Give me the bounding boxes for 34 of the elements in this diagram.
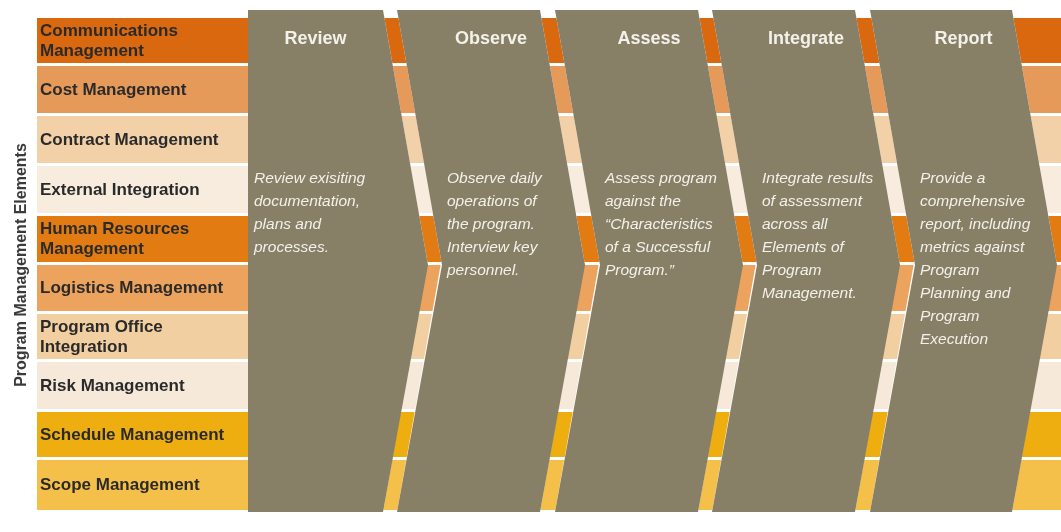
category-band: [37, 362, 248, 409]
category-band: [37, 460, 248, 510]
phase-heading: Assess: [616, 28, 682, 49]
category-band: [37, 66, 248, 113]
phase-description: Observe daily operations of the program. Interview key personnel.: [447, 168, 544, 280]
phase-heading: Report: [933, 28, 994, 49]
phase-description: Provide a comprehensive report, including metrics against Program Planning and Program Execution: [920, 168, 1031, 349]
chevron-panel: [397, 10, 585, 512]
chevron-panel: [555, 10, 743, 512]
category-band: [37, 216, 248, 262]
band-label: Risk Management: [40, 375, 186, 396]
category-band: [37, 412, 248, 457]
band-label: Logistics Management: [40, 278, 225, 298]
phase-description: Assess program against the “Characteristics of a Successful Program.”: [605, 168, 717, 280]
band-label: External Integration: [40, 179, 201, 200]
band-label: Contract Management: [40, 129, 220, 150]
category-band: [37, 18, 248, 63]
phase-description: Review exisiting documentation, plans and processes.: [254, 168, 367, 257]
category-band: [37, 166, 248, 213]
band-label: Program Office Integration: [40, 316, 164, 357]
band-label: Human Resources Management: [40, 219, 191, 259]
band-label: Scope Management: [40, 475, 201, 495]
band-label: Communications Management: [40, 20, 179, 61]
band-label: Schedule Management: [40, 424, 226, 445]
category-band: [37, 314, 248, 359]
phase-description: Integrate results of assessment across all Elements of Program Management.: [762, 168, 874, 303]
chevron-panel: [248, 10, 428, 512]
phase-heading: Review: [283, 28, 348, 49]
category-band: [37, 116, 248, 163]
category-band: [37, 265, 248, 311]
phase-heading: Integrate: [767, 28, 845, 49]
band-label: Cost Management: [40, 79, 188, 100]
axis-title: Program Management Elements: [12, 143, 30, 387]
phase-heading: Observe: [453, 28, 528, 49]
